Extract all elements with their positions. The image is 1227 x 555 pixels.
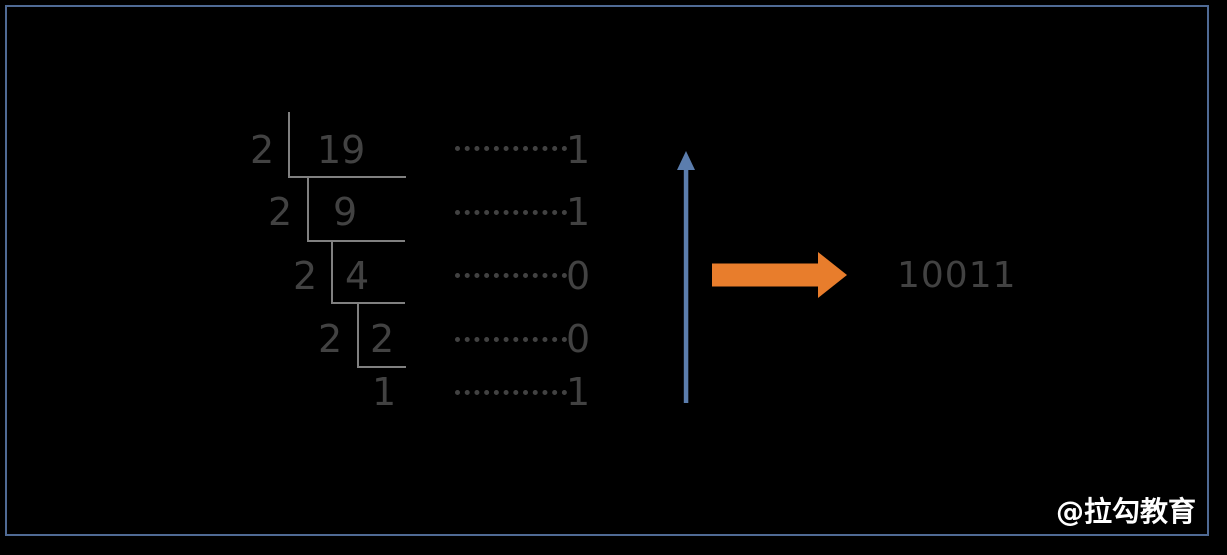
- dotted-leader: [455, 337, 567, 342]
- right-arrow-icon: [712, 252, 847, 298]
- remainder: 1: [566, 190, 591, 234]
- division-bracket-vline-4: [357, 302, 359, 368]
- remainder: 1: [566, 128, 591, 172]
- divisor: 2: [268, 190, 293, 234]
- up-arrow-icon: [677, 151, 695, 403]
- divisor: 2: [318, 317, 343, 361]
- division-bracket-hline-1: [288, 176, 406, 178]
- division-bracket-hline-3: [331, 302, 405, 304]
- watermark: @拉勾教育: [1056, 495, 1197, 528]
- dotted-leader: [455, 390, 567, 395]
- dotted-leader: [455, 210, 567, 215]
- quotient: 2: [370, 317, 395, 361]
- division-bracket-vline-2: [307, 176, 309, 242]
- division-bracket-hline-4: [357, 366, 406, 368]
- divisor: 2: [250, 128, 275, 172]
- remainder: 0: [566, 254, 591, 298]
- quotient: 4: [345, 254, 370, 298]
- dotted-leader: [455, 273, 567, 278]
- binary-result: 10011: [897, 255, 1017, 296]
- remainder: 1: [566, 370, 591, 414]
- remainder: 0: [566, 317, 591, 361]
- slide-frame: [5, 5, 1209, 536]
- divisor: 2: [293, 254, 318, 298]
- final-quotient: 1: [372, 370, 397, 414]
- quotient: 19: [317, 128, 366, 172]
- quotient: 9: [333, 190, 358, 234]
- dotted-leader: [455, 146, 567, 151]
- division-bracket-vline-1: [288, 112, 290, 178]
- division-bracket-vline-3: [331, 240, 333, 304]
- division-bracket-hline-2: [307, 240, 405, 242]
